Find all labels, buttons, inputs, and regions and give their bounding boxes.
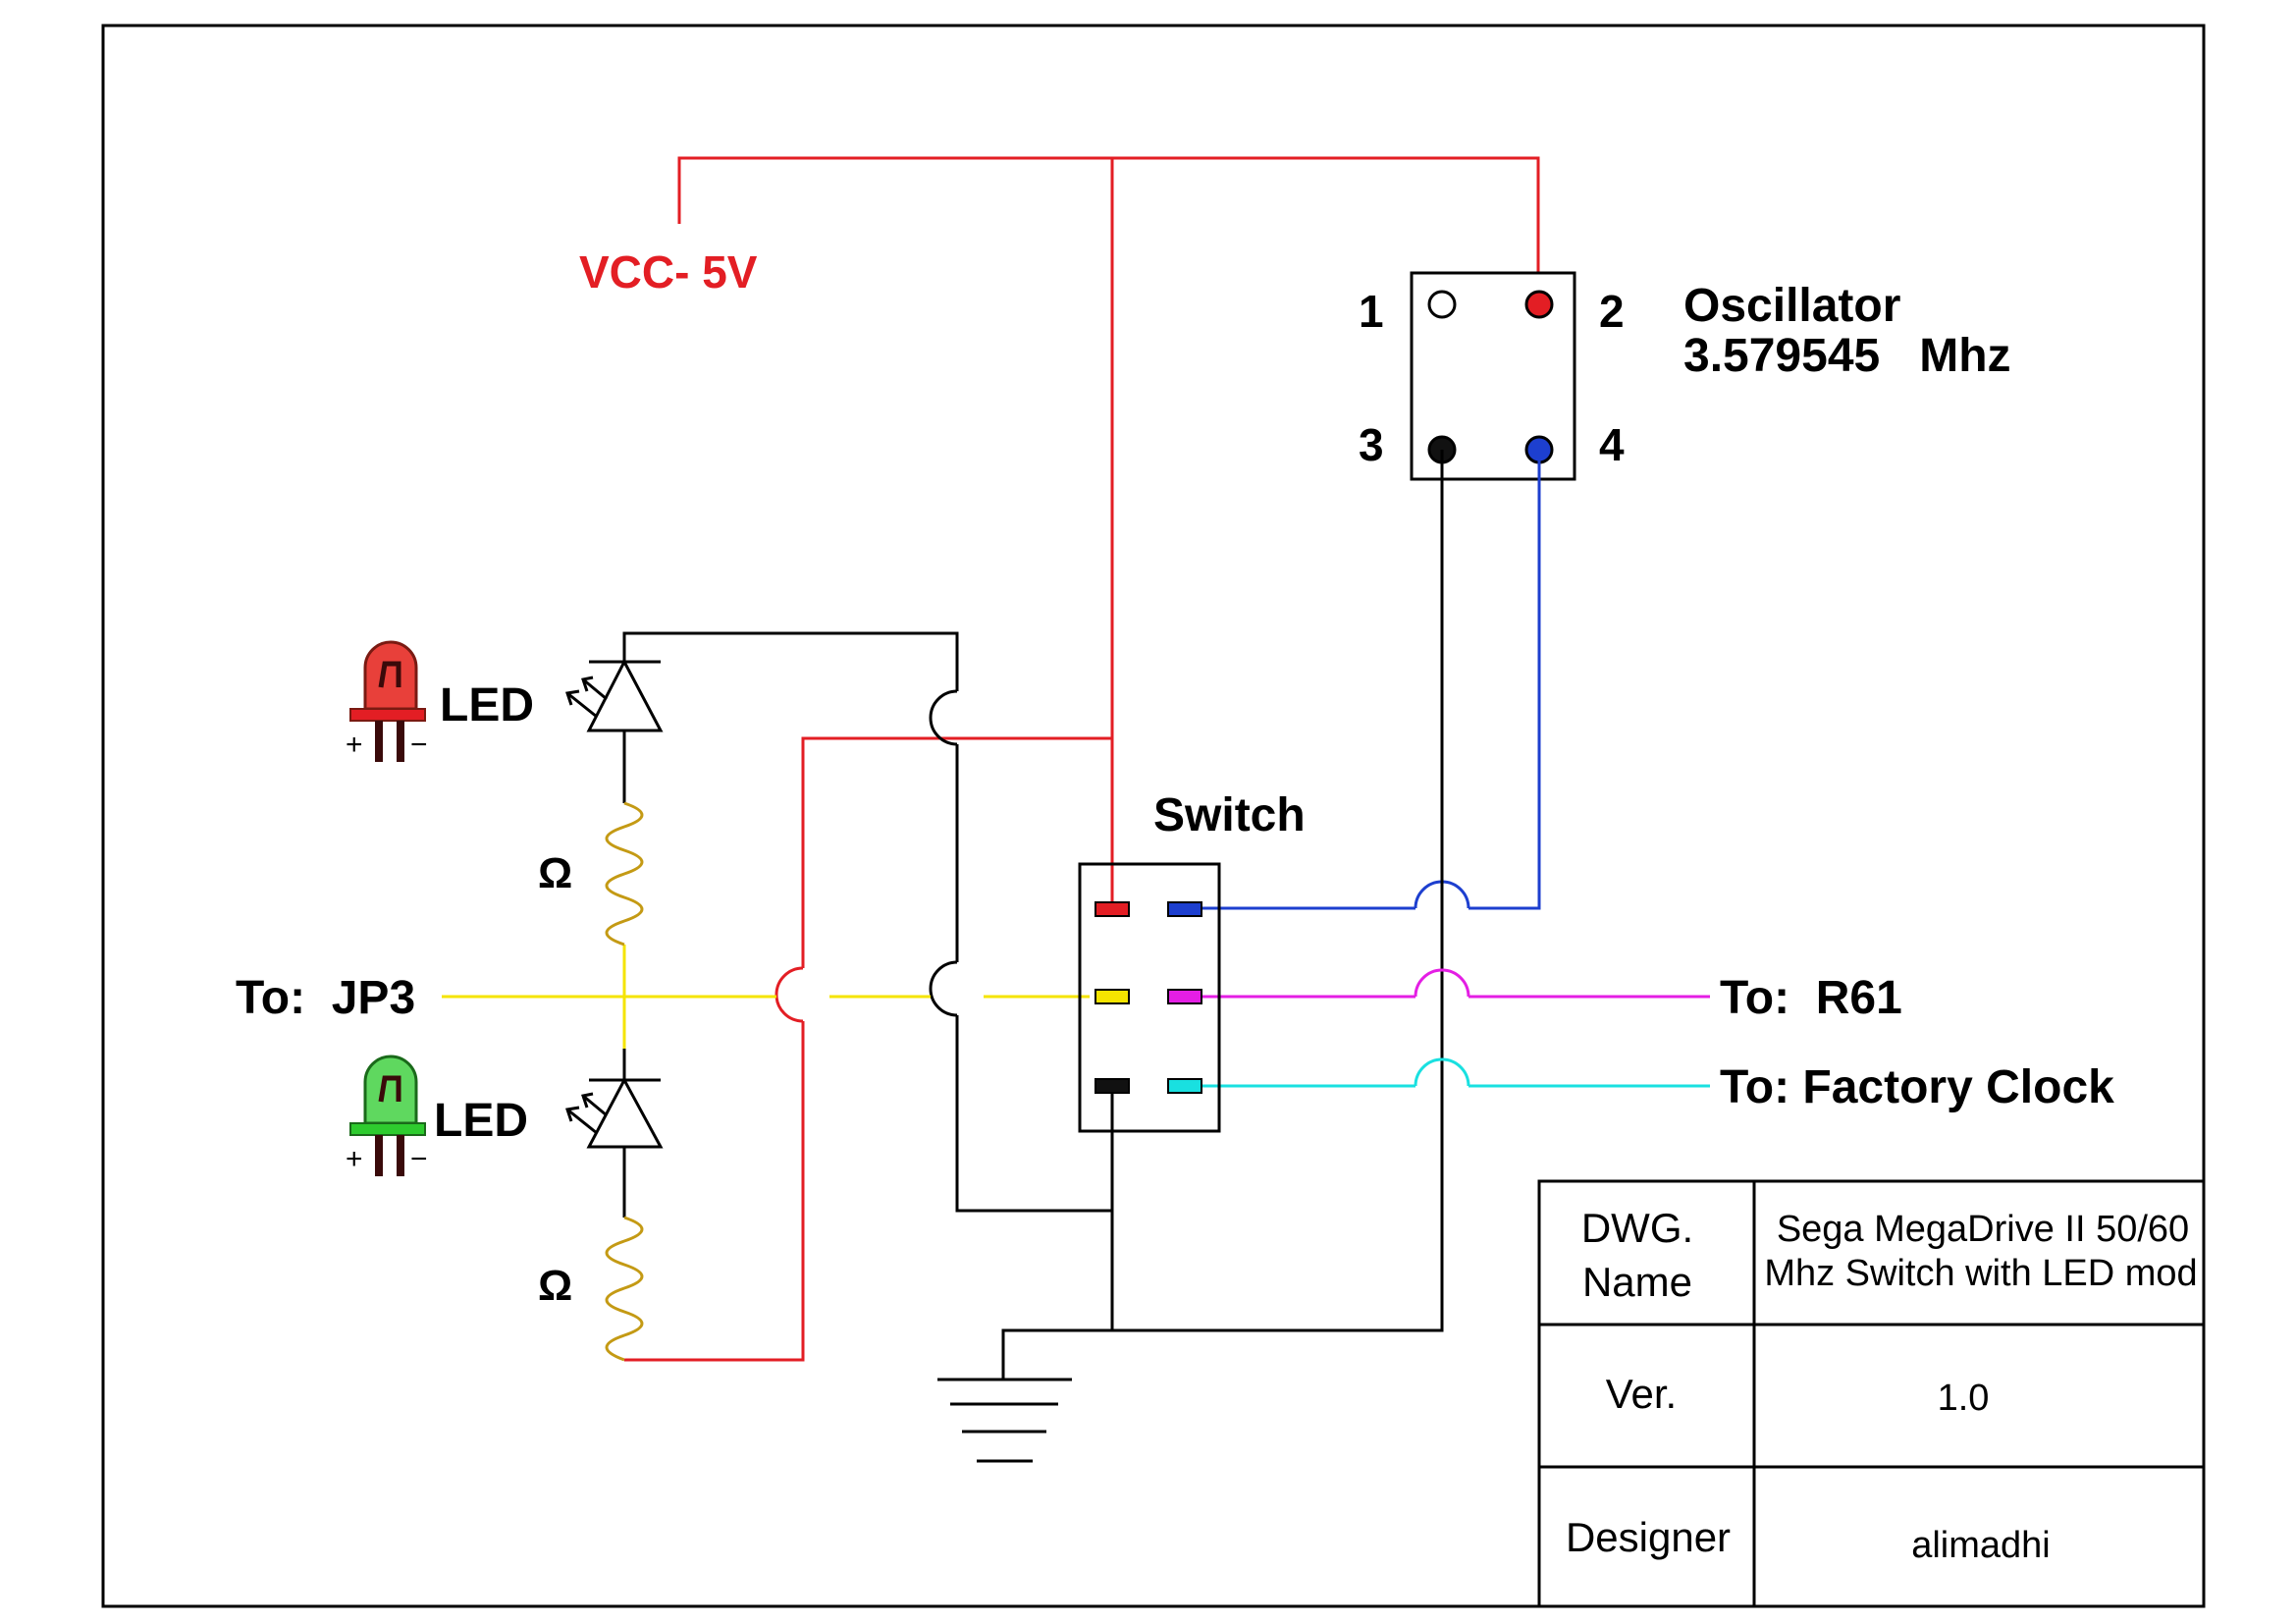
r61-label: To: R61 [1720,972,1902,1024]
led-bottom-diode [565,1049,664,1218]
switch-pin-black [1095,1078,1130,1094]
pin4-label: 4 [1599,419,1625,470]
dwg-name-value-line2: Mhz Switch with LED mod [1764,1253,2197,1294]
switch-pin-blue [1167,901,1202,917]
title-block [1537,1179,2206,1608]
oscillator-title: Oscillator [1683,280,1900,332]
oscillator-pin2 [1524,290,1554,319]
ground-symbol [937,1378,1072,1463]
resistor-top-label: Ω [538,849,572,897]
oscillator-frequency: 3.579545 Mhz [1683,330,2011,382]
switch-label: Switch [1153,789,1306,841]
jp3-wire [442,945,1090,1049]
designer-label: Designer [1566,1514,1731,1560]
resistor-bottom [605,1216,644,1362]
ground-wire [622,450,1444,1380]
r61-wire [1198,968,1710,999]
led-top-label: LED [440,679,534,731]
jp3-label: To: JP3 [236,972,415,1024]
pin1-label: 1 [1359,286,1384,337]
pin3-label: 3 [1359,419,1384,470]
oscillator-pin1 [1427,290,1457,319]
switch-pin-cyan [1167,1078,1202,1094]
led-top-diode [565,658,664,803]
dwg-name-label-line1: DWG. [1581,1205,1693,1251]
dwg-name-value-line1: Sega MegaDrive II 50/60 [1777,1209,2189,1250]
designer-value: alimadhi [1911,1525,2051,1566]
factory-clock-label: To: Factory Clock [1720,1061,2114,1113]
switch-body [1078,862,1221,1133]
svg-text:+: + [346,729,363,761]
svg-text:−: − [410,729,428,761]
led-red-icon: + − [346,640,428,762]
ver-value: 1.0 [1938,1378,1990,1419]
factory-clock-wire [1198,1057,1710,1088]
sheet-border [101,24,2206,1608]
pin2-label: 2 [1599,286,1625,337]
svg-text:−: − [410,1143,428,1175]
vcc-wire [624,156,1540,1362]
resistor-bottom-label: Ω [538,1262,572,1310]
led-bottom-label: LED [434,1095,528,1147]
switch-pin-magenta [1167,989,1202,1004]
resistor-top [605,801,644,947]
dwg-name-label-line2: Name [1582,1259,1692,1305]
ver-label: Ver. [1606,1371,1677,1417]
svg-text:+: + [346,1143,363,1175]
switch-pin-yellow [1095,989,1130,1004]
led-green-icon: + − [346,1055,428,1176]
switch-pin-red [1095,901,1130,917]
vcc-label: VCC- 5V [579,246,758,298]
